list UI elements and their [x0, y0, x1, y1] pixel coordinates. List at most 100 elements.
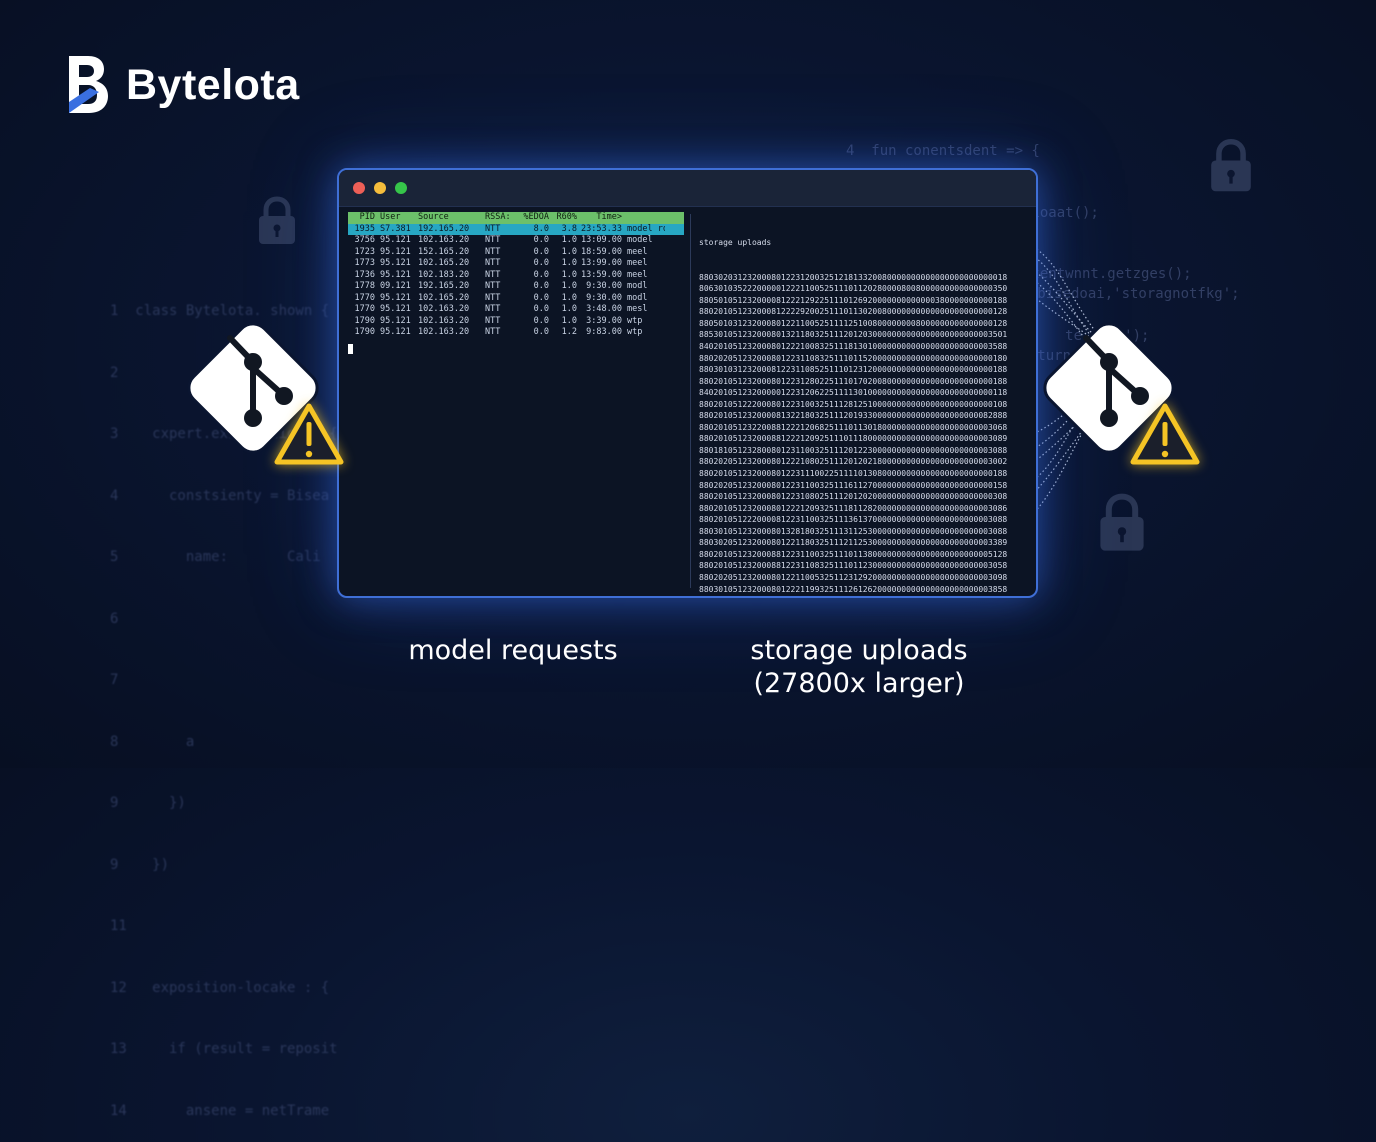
storage-line: 8802010512320008812231100325111011380000…: [699, 549, 1008, 559]
code-line: 13 if (result = reposit: [110, 1041, 338, 1057]
column-header: User: [380, 212, 401, 222]
git-warning-badge: [178, 318, 358, 478]
storage-line: 8803010512320008013281803251113112530000…: [699, 526, 1008, 536]
table-cell: 0.0: [533, 327, 549, 337]
table-cell: 18:59.00: [581, 246, 622, 257]
storage-line: 8802020512320008012231100325111611270000…: [699, 480, 1008, 490]
storage-line: 8802020512320008012231108325111011520000…: [699, 353, 1008, 363]
close-button[interactable]: [353, 182, 365, 194]
terminal-window[interactable]: PID User Source RSSA: %EDOA R60% Time> 1…: [337, 168, 1038, 598]
table-cell: 152.165.20: [418, 246, 470, 257]
storage-line: 8802010512220008012231003251112812510000…: [699, 399, 1008, 409]
table-cell: 192.165.20: [418, 281, 470, 291]
table-cell: 1.0: [561, 292, 577, 303]
table-cell: 95.121: [380, 315, 411, 326]
table-cell: NTT: [485, 304, 501, 314]
code-line: 6: [110, 610, 119, 627]
terminal-cursor: [348, 343, 353, 354]
table-header: PID User Source RSSA: %EDOA R60% Time>: [348, 212, 684, 224]
table-cell: NTT: [485, 223, 501, 234]
code-line: 1 class Bytelota. shown {: [110, 303, 330, 319]
table-cell: wtp: [627, 327, 643, 337]
minimize-button[interactable]: [374, 182, 386, 194]
git-warning-badge: [1034, 318, 1214, 478]
brand-name: Bytelota: [126, 60, 300, 109]
pane-title: storage uploads: [699, 238, 772, 248]
table-cell: 0.0: [533, 258, 549, 268]
table-cell: 0.0: [533, 315, 549, 326]
table-cell: 1.0: [561, 258, 577, 268]
table-cell: S7.381: [380, 223, 411, 234]
table-cell: NTT: [485, 246, 501, 257]
table-cell: 95.121: [380, 269, 411, 280]
storage-line: 8802010512320000813221803251112019330000…: [699, 411, 1008, 421]
table-cell: 95.121: [380, 292, 411, 303]
table-cell: NTT: [485, 315, 501, 326]
storage-line: 8802010512320008012231110022511110130800…: [699, 469, 1008, 479]
brand-logo: Bytelota: [66, 54, 300, 116]
table-cell: 1.0: [561, 281, 577, 291]
table-cell: 9:83.00: [586, 327, 622, 337]
table-cell: 9:30.00: [586, 292, 622, 303]
table-cell: mesl: [627, 304, 648, 314]
table-cell: 1736: [354, 269, 375, 280]
table-cell: NTT: [485, 235, 501, 245]
table-cell: modl: [627, 292, 648, 303]
table-cell: 0.0: [533, 304, 549, 314]
maximize-button[interactable]: [395, 182, 407, 194]
table-cell: wtp: [627, 315, 643, 326]
table-cell: 1.0: [561, 269, 577, 280]
table-cell: NTT: [485, 269, 501, 280]
table-cell: 23:53.33: [581, 223, 622, 234]
table-cell: 3:39.00: [586, 315, 622, 326]
storage-line: 8802020512320008012211005325112312920000…: [699, 572, 1008, 582]
code-line: 7: [110, 672, 119, 688]
storage-line: 8802010512320008012221100225111811330000…: [699, 595, 1027, 596]
column-header: R60%: [556, 212, 577, 222]
table-cell: 13:99.00: [581, 258, 622, 268]
table-cell: 3:48.00: [586, 304, 622, 314]
table-cell: 0.0: [533, 281, 549, 291]
git-branch-icon: [187, 322, 319, 454]
storage-line: 8063010352220000012221100525111011202800…: [699, 284, 1008, 294]
pane-divider: [690, 214, 691, 588]
table-cell: 0.0: [533, 246, 549, 257]
code-line: 8 a: [110, 733, 195, 750]
storage-line: 8853010512320008013211803251112012030000…: [699, 330, 1008, 340]
warning-triangle-icon: [274, 403, 344, 465]
table-cell: 102.163.20: [418, 235, 470, 245]
storage-line: 8802010512320008122229200251110113020080…: [699, 307, 1008, 317]
storage-line: 8803020512320008012211803251112112530000…: [699, 538, 1008, 548]
table-cell: 1.2: [561, 327, 577, 337]
table-cell: 1790: [354, 315, 375, 326]
table-cell: NTT: [485, 258, 501, 268]
table-cell: NTT: [485, 292, 501, 303]
table-cell: 95.121: [380, 258, 411, 268]
column-header: Source: [418, 212, 449, 222]
table-cell: 102.163.20: [418, 315, 470, 326]
code-line: 4 fun conentsdent => {: [846, 143, 1040, 159]
table-cell: 1935: [354, 223, 375, 234]
column-header: %EDOA: [523, 212, 549, 222]
padlock-icon: [1098, 493, 1146, 553]
caption-line: storage uploads: [750, 635, 968, 666]
bytelota-logo-icon: [69, 56, 108, 113]
storage-line: 8802010512320008812221209251110111800000…: [699, 434, 1008, 444]
table-cell: 3.8: [561, 223, 577, 234]
padlock-icon: [1209, 138, 1253, 194]
table-cell: 1770: [354, 292, 375, 303]
table-cell: 192.165.20: [418, 223, 470, 234]
storage-line: 8803010512320008012221199325111261262000…: [699, 584, 1008, 594]
column-header: [627, 212, 665, 224]
code-line: 11: [110, 918, 127, 934]
